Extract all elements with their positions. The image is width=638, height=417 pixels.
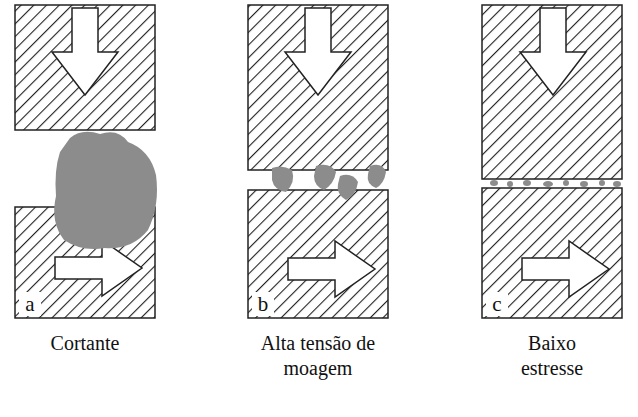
down-arrow [520,8,586,95]
large-particle [54,132,157,249]
down-arrow [52,8,118,95]
lower-block [248,190,388,318]
panel-letter: c [486,292,508,316]
particle [338,175,358,200]
right-arrow [522,241,609,297]
particle [272,166,293,192]
panel-caption: Cortante [0,331,170,356]
upper-block [248,5,388,170]
panel-letter: a [19,292,41,316]
upper-block [482,5,622,179]
lower-block [482,188,622,318]
right-arrow [288,241,375,297]
panel-letter: b [252,292,274,316]
panel-caption: Alta tensão de moagem [253,331,383,381]
upper-block [15,5,155,130]
fine-particles [490,180,621,187]
particle [314,165,336,190]
down-arrow [285,8,351,95]
panel-caption: Baixo estresse [497,331,607,381]
particle [368,165,386,188]
